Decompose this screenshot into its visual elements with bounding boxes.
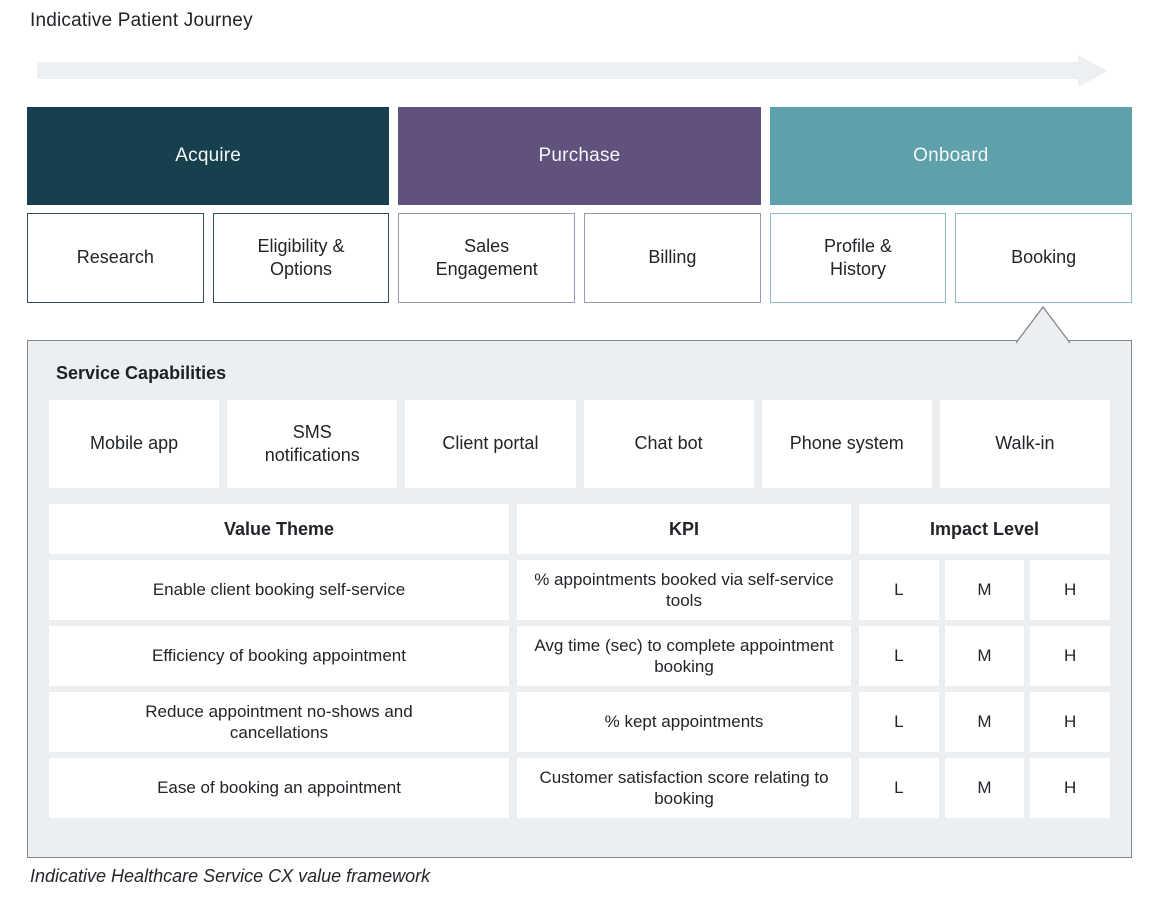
header-value-theme: Value Theme [49, 504, 509, 554]
booking-callout-pointer-icon [1015, 305, 1071, 344]
value-theme-cell: Efficiency of booking appointment [49, 626, 509, 686]
impact-medium-cell: M [944, 758, 1025, 818]
capability-chip-chat-bot: Chat bot [583, 400, 754, 488]
impact-high-cell: H [1030, 560, 1111, 620]
stage-profile-history: Profile & History [769, 213, 947, 303]
impact-high-cell: H [1030, 626, 1111, 686]
table-row: Ease of booking an appointment Customer … [49, 758, 1111, 818]
impact-low-cell: L [859, 692, 939, 752]
stage-research: Research [27, 213, 204, 303]
phase-purchase: Purchase [398, 107, 761, 205]
value-theme-cell: Ease of booking an appointment [49, 758, 509, 818]
page-title: Indicative Patient Journey [30, 10, 253, 31]
kpi-cell: % kept appointments [517, 692, 851, 752]
impact-high-cell: H [1030, 692, 1111, 752]
table-row: Reduce appointment no-shows and cancella… [49, 692, 1111, 752]
capability-chip-mobile-app: Mobile app [49, 400, 220, 488]
impact-group: L M H [859, 692, 1111, 752]
value-theme-cell: Enable client booking self-service [49, 560, 509, 620]
impact-low-cell: L [859, 758, 939, 818]
service-capabilities-panel: Service Capabilities Mobile app SMS noti… [27, 340, 1132, 858]
value-framework-table: Value Theme KPI Impact Level Enable clie… [49, 504, 1111, 818]
stage-sales-engagement: Sales Engagement [398, 213, 575, 303]
stage-eligibility-options: Eligibility & Options [212, 213, 390, 303]
capability-chip-sms-notifications: SMS notifications [227, 400, 398, 488]
table-header-row: Value Theme KPI Impact Level [49, 504, 1110, 554]
impact-high-cell: H [1030, 758, 1111, 818]
impact-medium-cell: M [944, 560, 1025, 620]
impact-group: L M H [859, 758, 1111, 818]
table-row: Efficiency of booking appointment Avg ti… [49, 626, 1111, 686]
value-theme-cell: Reduce appointment no-shows and cancella… [49, 692, 509, 752]
stage-booking: Booking [955, 213, 1132, 303]
capability-chip-client-portal: Client portal [405, 400, 576, 488]
kpi-cell: Avg time (sec) to complete appointment b… [517, 626, 851, 686]
journey-arrow-head-icon [1078, 54, 1108, 87]
impact-low-cell: L [859, 560, 939, 620]
impact-group: L M H [859, 560, 1111, 620]
impact-group: L M H [859, 626, 1111, 686]
table-row: Enable client booking self-service % app… [49, 560, 1111, 620]
impact-medium-cell: M [944, 626, 1025, 686]
capability-chips: Mobile app SMS notifications Client port… [49, 400, 1110, 488]
panel-title: Service Capabilities [56, 363, 227, 383]
journey-map: Acquire Purchase Onboard Research Eligib… [27, 107, 1132, 303]
phase-acquire: Acquire [27, 107, 390, 205]
capability-chip-walk-in: Walk-in [939, 400, 1110, 488]
kpi-cell: Customer satisfaction score relating to … [517, 758, 851, 818]
stage-billing: Billing [584, 213, 761, 303]
capability-chip-phone-system: Phone system [761, 400, 932, 488]
kpi-cell: % appointments booked via self-service t… [517, 560, 851, 620]
header-impact-level: Impact Level [859, 504, 1110, 554]
journey-arrow-bar [37, 62, 1080, 79]
phase-onboard: Onboard [769, 107, 1132, 205]
impact-medium-cell: M [944, 692, 1025, 752]
impact-low-cell: L [859, 626, 939, 686]
figure-caption: Indicative Healthcare Service CX value f… [30, 866, 431, 886]
header-kpi: KPI [517, 504, 851, 554]
